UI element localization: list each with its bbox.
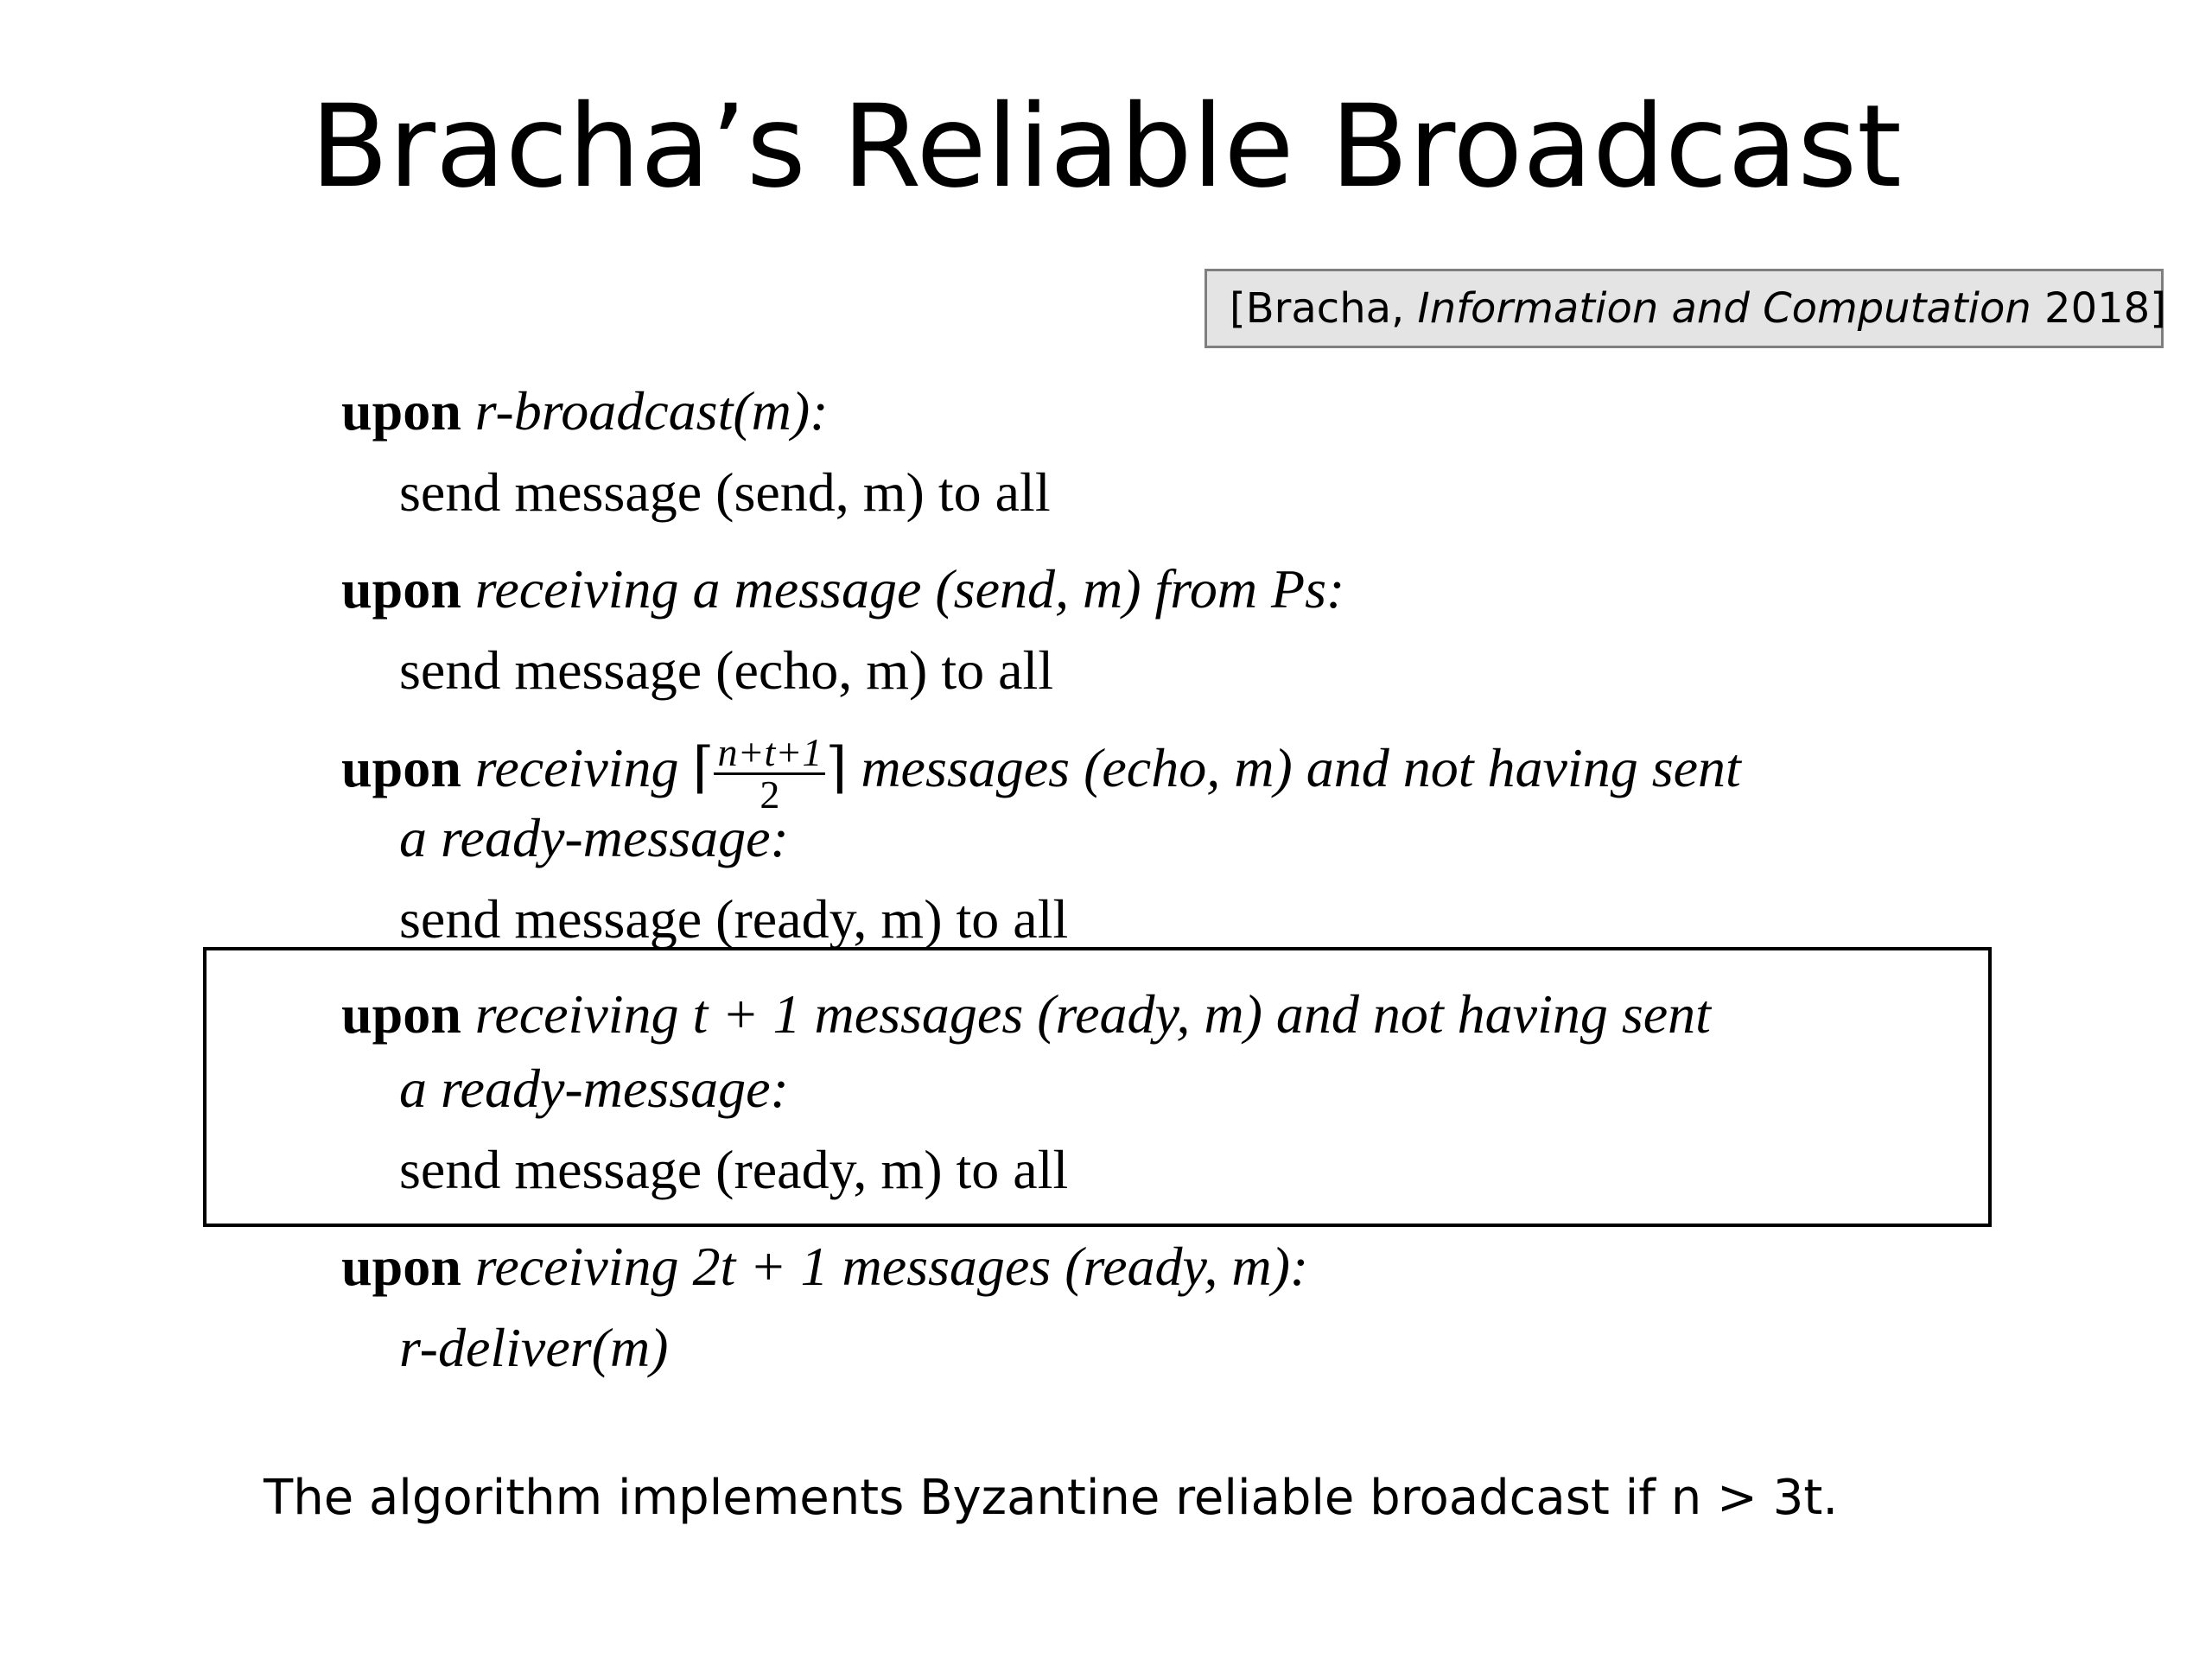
keyword-upon: upon — [341, 380, 461, 442]
rule-4-continuation: a ready-message: — [399, 1058, 789, 1119]
rule-5-event: receiving 2t + 1 messages (ready, m): — [461, 1236, 1309, 1297]
highlight-box — [203, 947, 1992, 1227]
rule-5-trigger: upon receiving 2t + 1 messages (ready, m… — [341, 1232, 1308, 1301]
rule-3-event-a: receiving — [461, 737, 693, 799]
rule-1-action: send message (send, m) to all — [399, 461, 1051, 523]
citation-journal: Information and Computation — [1417, 284, 2031, 333]
fraction-denominator: 2 — [760, 772, 780, 817]
rule-2-trigger: upon receiving a message (send, m) from … — [341, 555, 1344, 624]
citation-year: 2018] — [2031, 284, 2166, 333]
rule-3-continuation: a ready-message: — [399, 807, 789, 868]
citation-author: [Bracha, — [1230, 284, 1418, 333]
keyword-upon: upon — [341, 558, 461, 620]
rule-5-action: r-deliver(m) — [399, 1317, 669, 1378]
rule-1-trigger: upon r-broadcast(m): — [341, 377, 829, 446]
footer-note: The algorithm implements Byzantine relia… — [264, 1470, 1839, 1526]
fraction-numerator: n+t+1 — [714, 733, 826, 775]
rule-2-event: receiving a message (send, m) from Ps: — [461, 558, 1345, 620]
slide-title: Bracha’s Reliable Broadcast — [310, 80, 1902, 213]
rule-4-action: send message (ready, m) to all — [399, 1139, 1069, 1200]
rule-4-event: receiving t + 1 messages (ready, m) and … — [461, 983, 1711, 1045]
rule-1-event: r-broadcast(m): — [461, 380, 829, 442]
keyword-upon: upon — [341, 983, 461, 1045]
rule-2-action: send message (echo, m) to all — [399, 639, 1054, 701]
rule-3-event-b: messages (echo, m) and not having sent — [847, 737, 1741, 799]
citation-box: [Bracha, Information and Computation 201… — [1205, 269, 2166, 348]
rule-4-trigger: upon receiving t + 1 messages (ready, m)… — [341, 980, 1711, 1049]
ceil-right: ⌉ — [825, 737, 848, 799]
keyword-upon: upon — [341, 737, 461, 799]
rule-3-action: send message (ready, m) to all — [399, 888, 1069, 950]
ceil-left: ⌈ — [692, 737, 715, 799]
keyword-upon: upon — [341, 1236, 461, 1297]
